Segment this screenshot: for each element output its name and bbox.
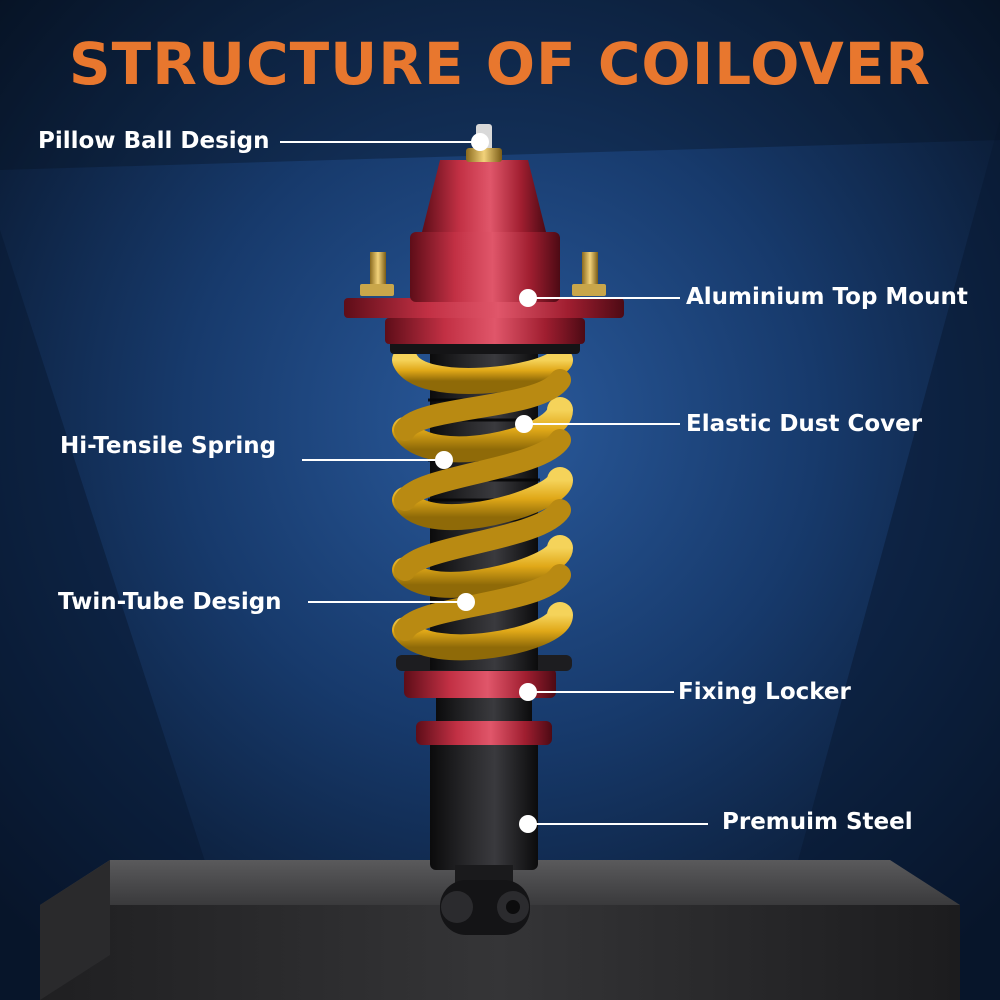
top-mount — [344, 160, 624, 354]
premium-steel-marker — [519, 815, 537, 833]
label-dust-cover: Elastic Dust Cover — [686, 411, 923, 437]
twin-tube-marker — [457, 593, 475, 611]
background-top-vignette — [0, 0, 1000, 170]
pedestal — [40, 860, 960, 1000]
shock-body — [430, 695, 538, 935]
leader-lines — [280, 141, 708, 825]
label-top-mount: Aluminium Top Mount — [686, 284, 968, 310]
spring-marker — [435, 451, 453, 469]
fixing-locker-marker — [519, 683, 537, 701]
dust-cover-marker — [515, 415, 533, 433]
label-spring: Hi-Tensile Spring — [60, 433, 277, 459]
label-fixing-locker: Fixing Locker — [678, 679, 851, 705]
label-premium-steel: Premuim Steel — [722, 809, 913, 835]
pillow-ball-marker — [471, 133, 489, 151]
page-title: STRUCTURE OF COILOVER — [68, 30, 932, 98]
top-mount-marker — [519, 289, 537, 307]
label-twin-tube: Twin-Tube Design — [58, 589, 282, 615]
label-pillow-ball: Pillow Ball Design — [38, 128, 270, 154]
coil-spring — [392, 347, 573, 661]
background-shadow-right — [760, 120, 1000, 1000]
background-shadow-left — [0, 230, 250, 1000]
